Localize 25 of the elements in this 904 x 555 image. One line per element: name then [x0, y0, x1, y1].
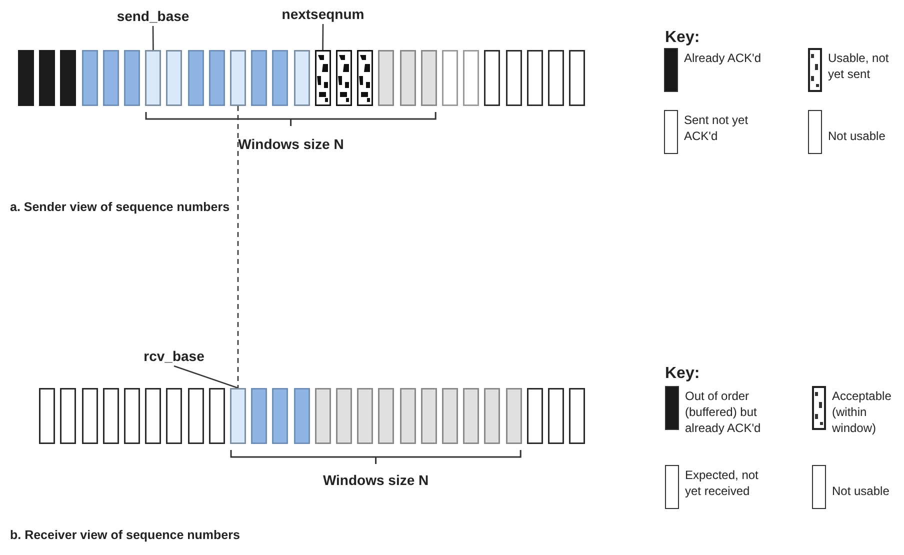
legend-text: Usable, not yet sent — [828, 50, 890, 82]
leader-line — [174, 365, 238, 389]
sequence-cell — [230, 50, 246, 106]
pointer-label: rcv_base — [138, 346, 210, 366]
legend-text: Already ACK'd — [684, 50, 762, 66]
sequence-cell — [314, 50, 331, 106]
dashed-line — [237, 106, 239, 388]
sequence-cell — [145, 50, 162, 106]
caption: b. Receiver view of sequence numbers — [10, 527, 240, 544]
leader-line — [322, 24, 324, 50]
legend-text: Sent not yet ACK'd — [684, 112, 750, 144]
legend-text: Expected, not yet received — [685, 467, 760, 499]
key-heading: Key: — [665, 28, 700, 48]
legend-text: Acceptable (within window) — [832, 388, 892, 436]
legend-text: Not usable — [828, 128, 886, 144]
pointer-label: nextseqnum — [273, 4, 373, 24]
caption: a. Sender view of sequence numbers — [10, 199, 230, 216]
window-size-label: Windows size N — [322, 471, 430, 490]
sequence-cell — [230, 388, 246, 444]
legend-text: Out of order (buffered) but already ACK'd — [685, 388, 762, 436]
legend-text: Not usable — [832, 483, 890, 499]
key-heading: Key: — [665, 364, 700, 384]
pointer-label: send_base — [113, 6, 193, 26]
leader-line — [152, 26, 154, 50]
window-size-label: Windows size N — [237, 135, 345, 154]
